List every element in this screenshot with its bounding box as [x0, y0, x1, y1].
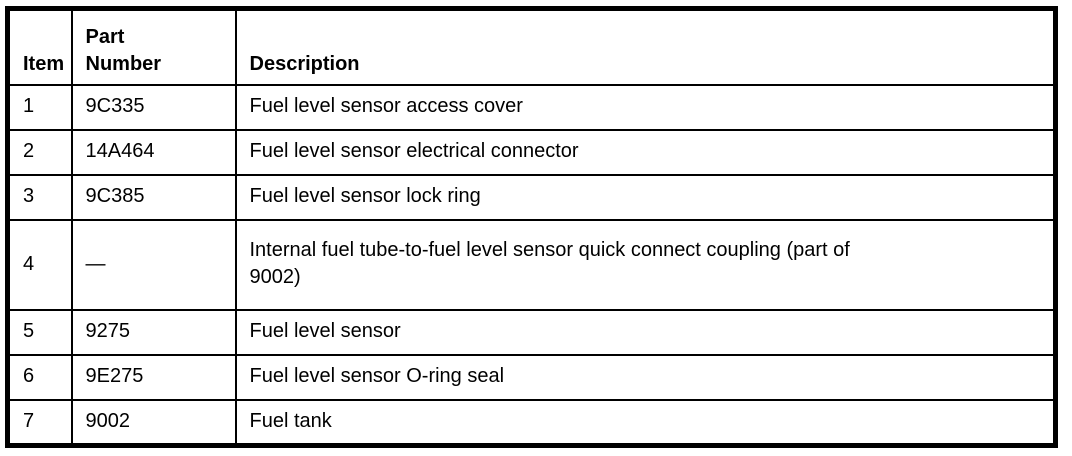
item-cell: 7: [6, 399, 73, 447]
part-number-cell: 9E275: [70, 354, 237, 402]
description-cell: Fuel level sensor: [234, 309, 1057, 357]
item-cell: 3: [6, 173, 73, 221]
part-number-cell: —: [70, 218, 237, 312]
column-header-part-number: Part Number: [70, 7, 237, 86]
header-row: Item Part Number Description: [6, 7, 1057, 86]
table-row: 4 — Internal fuel tube-to-fuel level sen…: [6, 218, 1057, 312]
item-cell: 5: [6, 309, 73, 357]
table-row: 5 9275 Fuel level sensor: [6, 309, 1057, 357]
description-cell: Fuel level sensor electrical connector: [234, 128, 1057, 176]
item-cell: 1: [6, 83, 73, 131]
part-number-cell: 9C385: [70, 173, 237, 221]
table-row: 2 14A464 Fuel level sensor electrical co…: [6, 128, 1057, 176]
table-row: 6 9E275 Fuel level sensor O-ring seal: [6, 354, 1057, 402]
item-cell: 2: [6, 128, 73, 176]
table-row: 7 9002 Fuel tank: [6, 399, 1057, 447]
fuel-parts-table: Item Part Number Description 1 9C335 Fue…: [5, 6, 1058, 448]
part-number-cell: 9C335: [70, 83, 237, 131]
item-cell: 6: [6, 354, 73, 402]
description-cell: Fuel level sensor access cover: [234, 83, 1057, 131]
part-number-cell: 9002: [70, 399, 237, 447]
column-header-description: Description: [234, 7, 1057, 86]
table-row: 3 9C385 Fuel level sensor lock ring: [6, 173, 1057, 221]
column-header-item: Item: [6, 7, 73, 86]
description-cell: Internal fuel tube-to-fuel level sensor …: [234, 218, 1057, 312]
table-row: 1 9C335 Fuel level sensor access cover: [6, 83, 1057, 131]
part-number-cell: 9275: [70, 309, 237, 357]
description-cell: Fuel tank: [234, 399, 1057, 447]
part-number-cell: 14A464: [70, 128, 237, 176]
description-cell: Fuel level sensor O-ring seal: [234, 354, 1057, 402]
item-cell: 4: [6, 218, 73, 312]
description-cell: Fuel level sensor lock ring: [234, 173, 1057, 221]
